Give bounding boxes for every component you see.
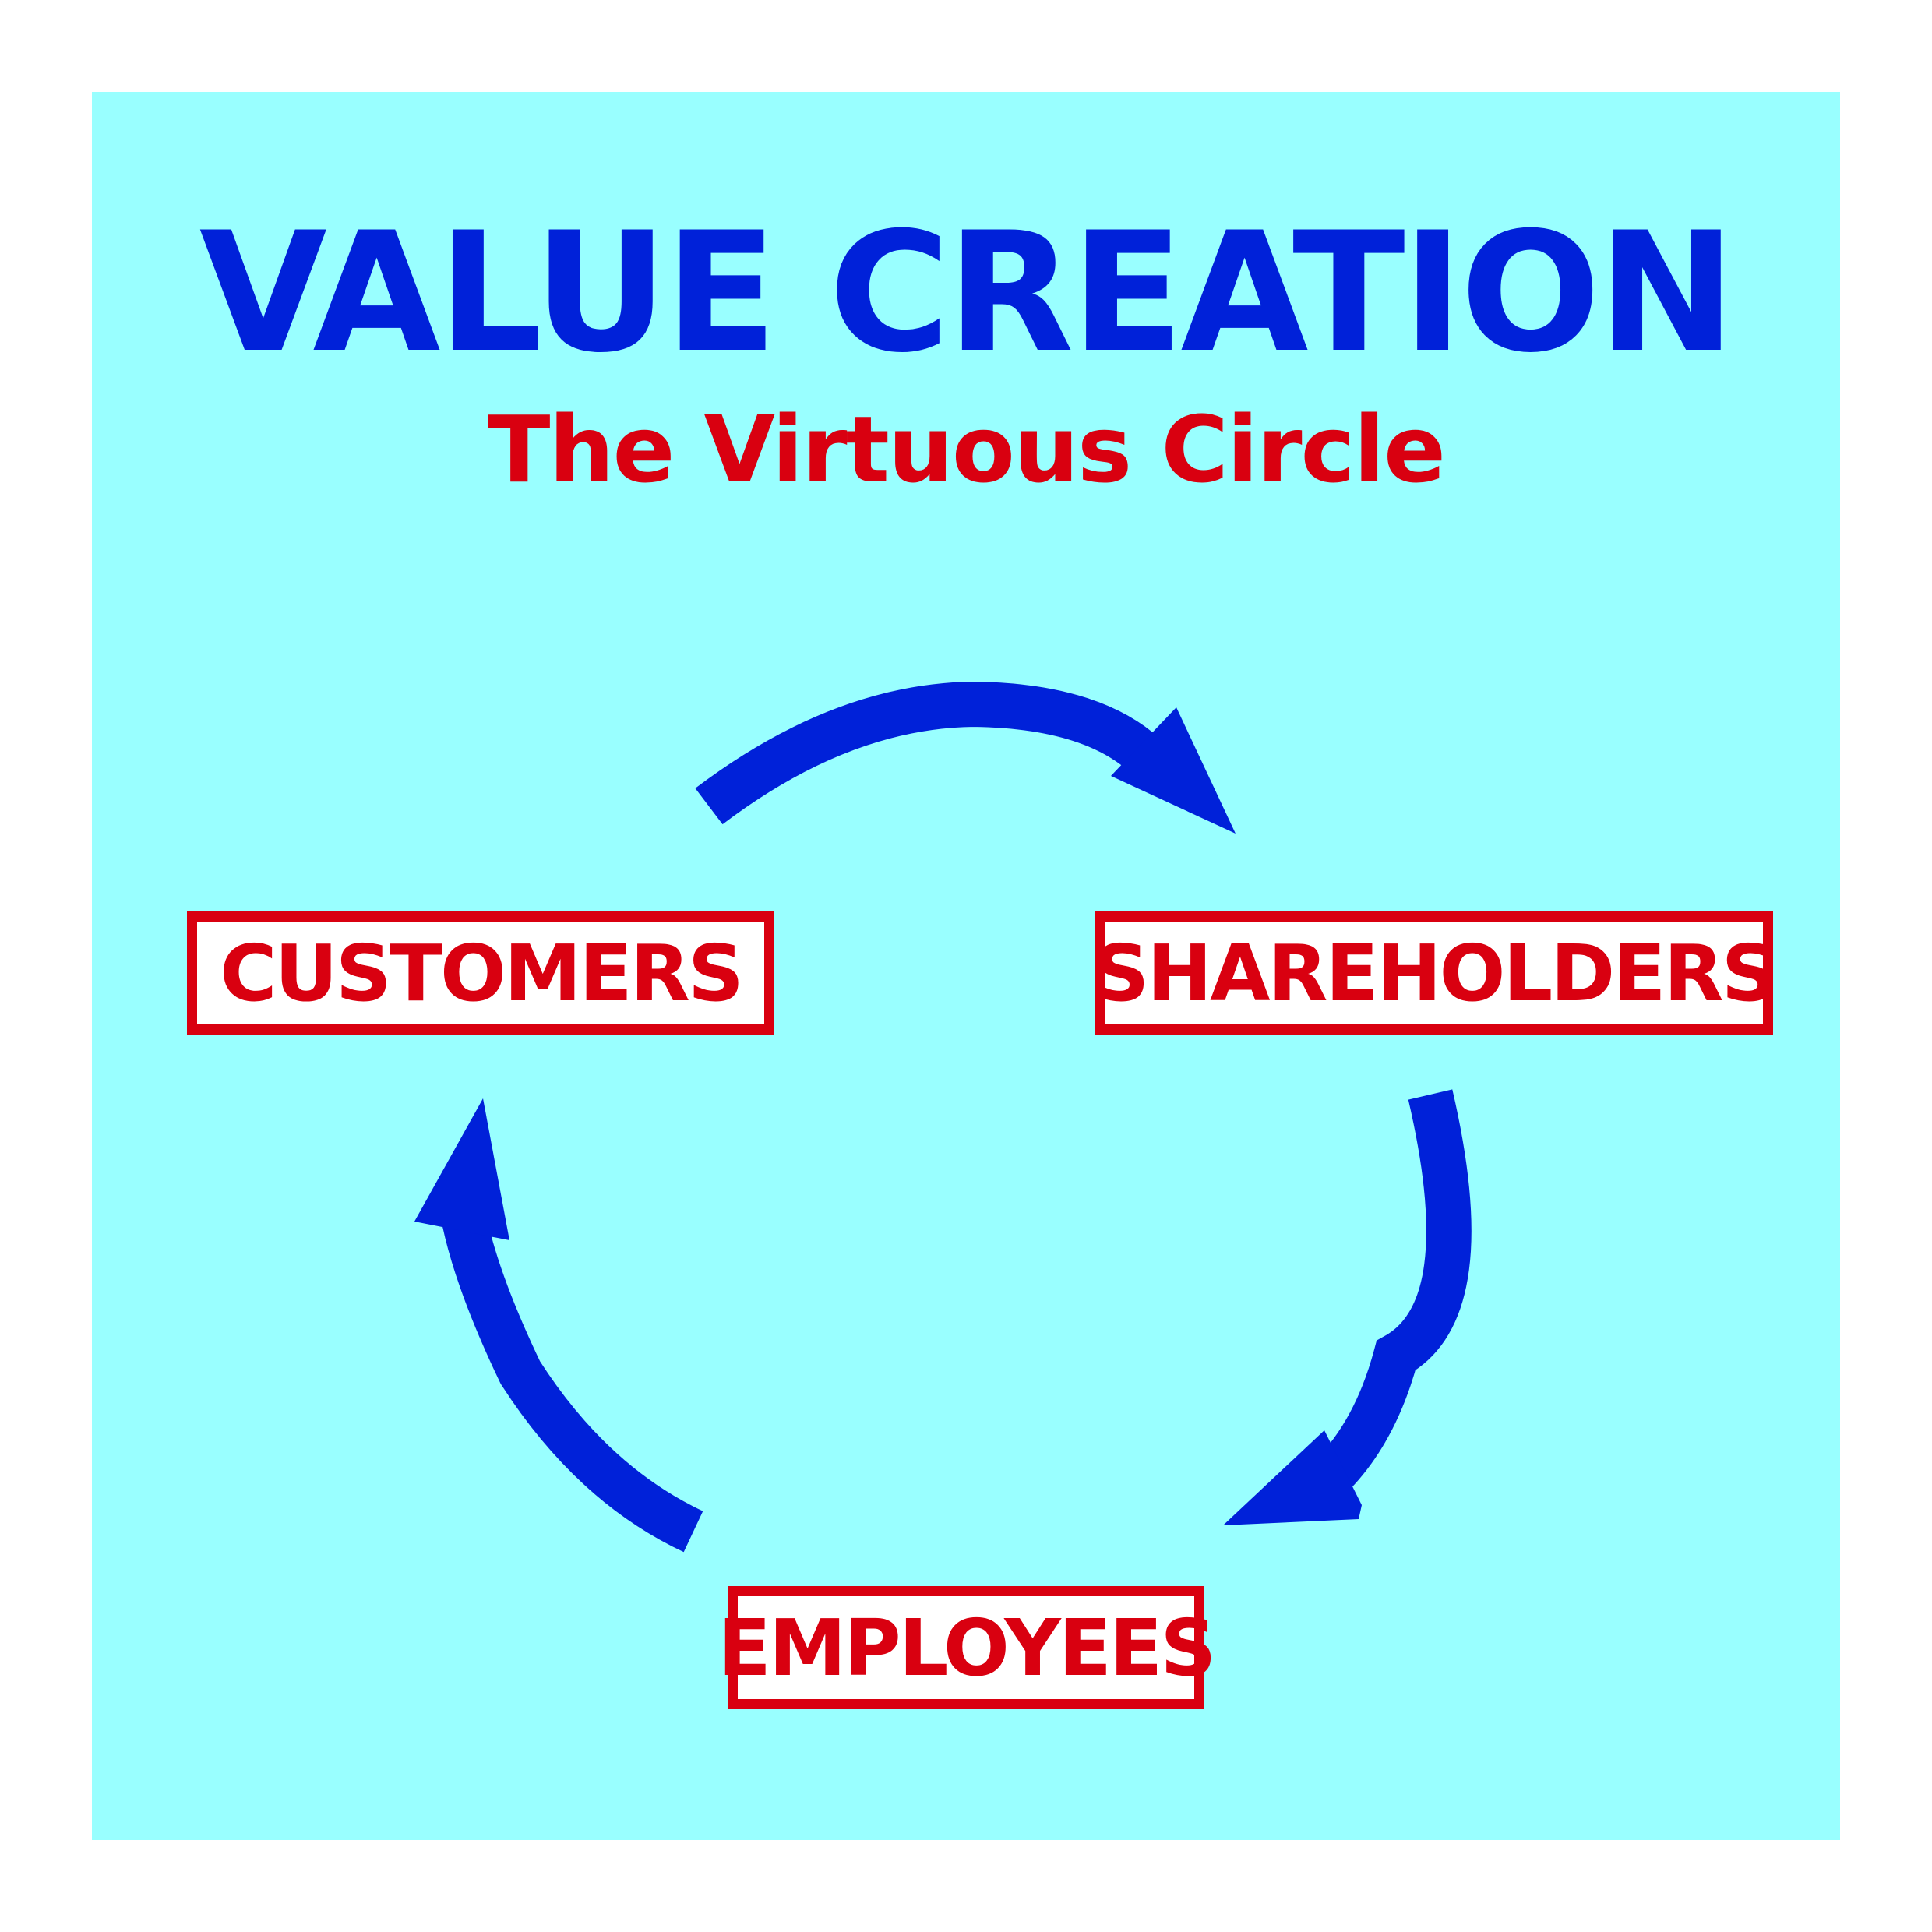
node-shareholders: SHAREHOLDERS (1093, 911, 1778, 1035)
arrow-head (1223, 1430, 1362, 1525)
diagram-title: VALUE CREATION (199, 196, 1736, 389)
arrow-employees-to-customers (414, 1098, 703, 1553)
node-shareholders-label: SHAREHOLDERS (1093, 927, 1777, 1019)
arrow-customers-to-shareholders (695, 681, 1236, 834)
arrow-shaft (1295, 1089, 1472, 1514)
node-employees: EMPLOYEES (718, 1586, 1216, 1709)
arrow-shaft (437, 1189, 703, 1553)
arrow-head (414, 1098, 509, 1240)
node-customers-label: CUSTOMERS (220, 927, 744, 1019)
arrow-shareholders-to-employees (1223, 1089, 1472, 1525)
diagram-subtitle: The Virtuous Circle (488, 396, 1446, 503)
node-customers: CUSTOMERS (187, 911, 774, 1035)
arrow-head (1111, 707, 1236, 834)
arrow-shaft (695, 681, 1161, 825)
node-employees-label: EMPLOYEES (717, 1602, 1217, 1694)
